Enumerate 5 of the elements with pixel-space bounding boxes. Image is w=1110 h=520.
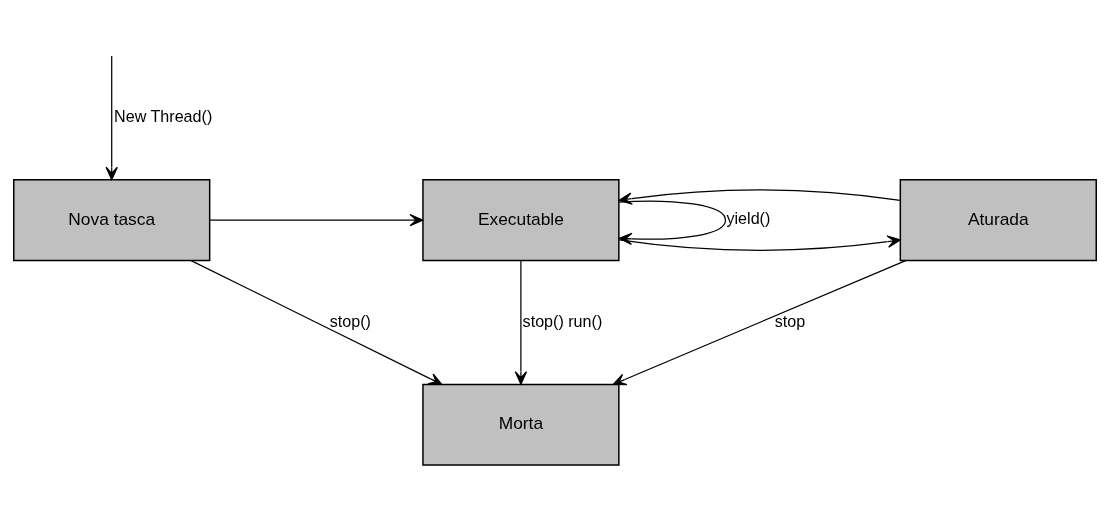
edge-label: stop() <box>329 311 371 330</box>
edge-label: New Thread() <box>114 107 213 126</box>
edge-label: stop() run() <box>522 311 603 330</box>
edge-label: stop <box>774 311 806 330</box>
edge-label: yield() <box>726 209 771 228</box>
